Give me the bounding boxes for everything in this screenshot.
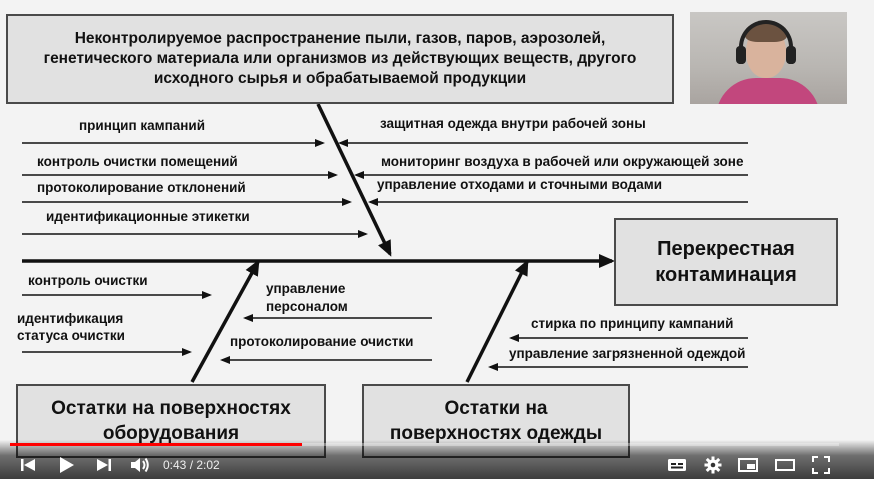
theater-button[interactable]	[773, 455, 797, 475]
miniplayer-button[interactable]	[736, 455, 760, 475]
cause-label: принцип кампаний	[79, 118, 206, 133]
progress-bar[interactable]	[10, 443, 839, 446]
bone-equipment	[190, 259, 260, 383]
prev-icon	[21, 459, 35, 471]
cause-label: протоколирование очистки	[230, 334, 414, 349]
next-icon	[97, 459, 111, 471]
theater-icon	[775, 459, 795, 471]
cause-label: управление персоналом	[266, 281, 348, 314]
subtitles-button[interactable]	[665, 455, 689, 475]
cause-label: идентификация статуса очистки	[17, 311, 125, 343]
fullscreen-button[interactable]	[809, 455, 833, 475]
cause-label: контроль очистки помещений	[37, 154, 238, 169]
volume-button[interactable]	[128, 455, 152, 475]
play-icon	[60, 457, 74, 473]
cause-label: стирка по принципу кампаний	[531, 316, 734, 331]
current-time: 0:43	[163, 458, 187, 472]
play-button[interactable]	[54, 455, 78, 475]
miniplayer-icon	[738, 458, 758, 472]
cause-label: управление отходами и сточными водами	[377, 177, 663, 192]
time-separator: /	[186, 458, 197, 472]
presenter-body	[716, 78, 820, 104]
result-box: Перекрестная контаминация	[614, 218, 838, 306]
volume-icon	[131, 457, 149, 473]
cause-label: идентификационные этикетки	[46, 209, 250, 224]
bone-top	[316, 103, 392, 257]
cause-label: защитная одежда внутри рабочей зоны	[380, 116, 646, 131]
top-cause-box: Неконтролируемое распространение пыли, г…	[6, 14, 674, 104]
duration: 2:02	[196, 458, 220, 472]
headphones-icon	[739, 20, 793, 64]
headphone-ear-left	[736, 46, 746, 64]
headphone-ear-right	[786, 46, 796, 64]
time-display: 0:43 / 2:02	[163, 457, 220, 473]
fullscreen-icon	[812, 456, 830, 474]
gear-icon	[704, 456, 722, 474]
cause-label: мониторинг воздуха в рабочей или окружаю…	[381, 154, 744, 169]
cause-label: протоколирование отклонений	[37, 180, 246, 195]
subtitles-icon	[668, 459, 686, 471]
cause-label: управление загрязненной одеждой	[509, 346, 746, 361]
bone-clothing	[465, 259, 529, 383]
settings-button[interactable]	[701, 455, 725, 475]
cause-label: контроль очистки	[28, 273, 148, 288]
progress-fill	[10, 443, 303, 446]
presenter-webcam	[690, 12, 847, 104]
next-button[interactable]	[92, 455, 116, 475]
prev-button[interactable]	[16, 455, 40, 475]
